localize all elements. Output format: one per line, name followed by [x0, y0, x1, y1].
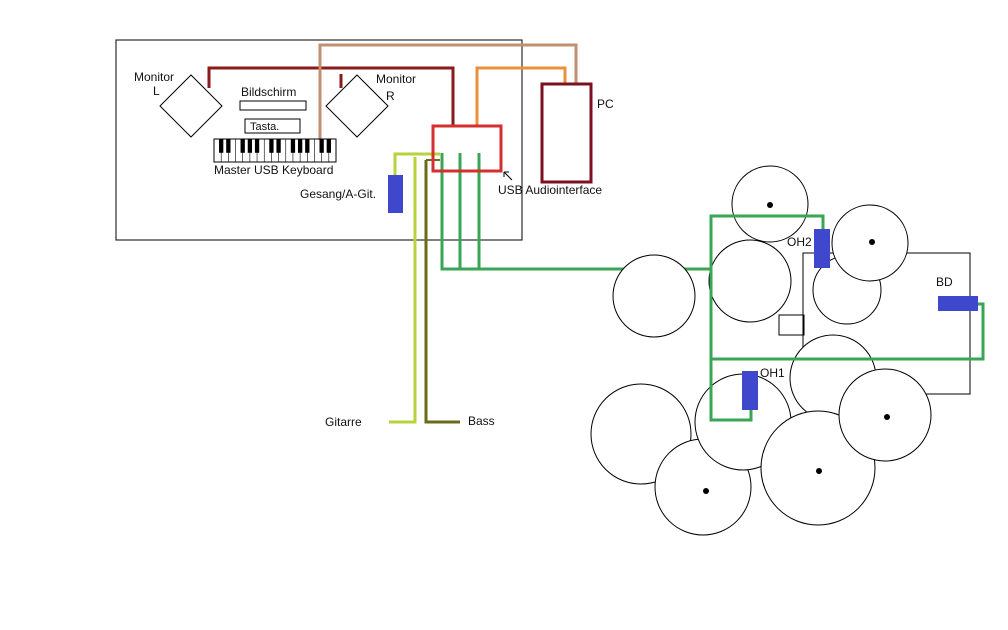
pc-label: PC: [597, 97, 614, 111]
audiointerface-label: USB Audiointerface: [498, 183, 602, 197]
bd-label: BD: [936, 275, 953, 289]
bildschirm-label: Bildschirm: [241, 85, 296, 99]
oh2-label: OH2: [787, 235, 812, 249]
drum-kit: [590, 165, 971, 536]
cymbal-dot: [767, 202, 773, 208]
keyboard-black-key: [297, 139, 303, 153]
tasta-box: [244, 118, 301, 134]
bass-label: Bass: [468, 414, 495, 428]
monitor-r-icon: [325, 74, 389, 138]
cable-monitor-l: [207, 66, 455, 126]
tom-1: [708, 239, 792, 323]
keyboard-black-key: [269, 139, 274, 153]
gitarre-label: Gitarre: [325, 415, 362, 429]
bildschirm-icon: [239, 100, 307, 111]
keyboard-black-key: [319, 139, 324, 153]
monitor-l-label-2: L: [153, 84, 160, 98]
tasta-label: Tasta.: [250, 121, 279, 133]
cymbal-dot: [703, 488, 709, 494]
gesang-label: Gesang/A-Git.: [300, 187, 376, 201]
cymbal-dot: [884, 414, 890, 420]
keyboard-black-key: [326, 139, 331, 153]
cable-gesang: [393, 152, 440, 175]
bd-microphone-icon: [938, 296, 978, 311]
tom-left: [612, 254, 696, 338]
cymbal-dot: [816, 468, 822, 474]
audiointerface-box: [431, 124, 503, 173]
keyboard-icon: [213, 138, 337, 163]
cable-green-oh1-overlay: [709, 359, 753, 422]
cable-green-oh2-overlay: [709, 214, 825, 269]
cable-audiointerface-pc: [475, 66, 567, 126]
pc-box: [540, 82, 593, 184]
cables-overlay: [709, 214, 985, 422]
monitor-r-label-1: Monitor: [376, 72, 416, 86]
keyboard-black-key: [240, 139, 245, 153]
gesang-microphone-icon: [388, 175, 403, 213]
arrow-icon: [503, 171, 513, 181]
oh1-label: OH1: [760, 366, 785, 380]
monitor-l-icon: [159, 74, 223, 138]
keyboard-black-key: [305, 139, 310, 153]
keyboard-label: Master USB Keyboard: [214, 163, 333, 177]
cable-green-1: [440, 153, 711, 271]
monitor-l-label-1: Monitor: [134, 70, 174, 84]
monitor-r-label-2: R: [386, 89, 395, 103]
oh2-microphone-icon: [814, 229, 830, 268]
keyboard-black-key: [219, 139, 224, 153]
keyboard-black-key: [254, 139, 260, 153]
bass-drum-pedal: [778, 314, 805, 336]
oh1-microphone-icon: [742, 371, 758, 410]
cable-bass: [424, 160, 460, 424]
keyboard-black-key: [226, 139, 231, 153]
cable-gitarre: [389, 157, 417, 424]
keyboard-black-key: [247, 139, 253, 153]
cable-keyboard-pc: [318, 43, 578, 140]
cable-green-bd-overlay: [709, 269, 985, 361]
keyboard-black-key: [276, 139, 281, 153]
keyboard-black-key: [290, 139, 296, 153]
cymbal-dot: [869, 239, 875, 245]
studio-desk-box: [115, 39, 523, 241]
